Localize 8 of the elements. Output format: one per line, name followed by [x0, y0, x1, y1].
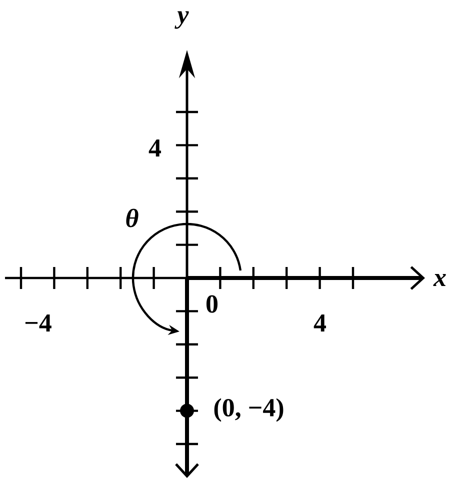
point-label: (0, −4): [214, 398, 284, 422]
angle-label: θ: [126, 208, 138, 228]
axis-label: x: [433, 274, 446, 286]
tick-label: 4: [314, 314, 326, 332]
tick-label: −4: [25, 314, 52, 332]
tick-label: 4: [148, 139, 162, 157]
tick-label: 0: [206, 295, 218, 313]
axis-label: y: [174, 11, 189, 29]
